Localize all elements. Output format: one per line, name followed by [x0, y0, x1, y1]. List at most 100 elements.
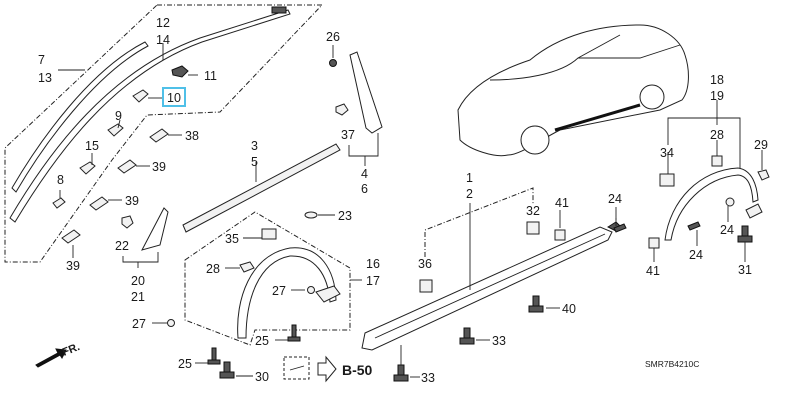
part-label-2[interactable]: 2 [466, 187, 473, 201]
part-label-18[interactable]: 18 [710, 73, 724, 87]
part-label-27a[interactable]: 27 [132, 317, 146, 331]
fender-bracket-icon [315, 285, 341, 303]
part-label-9[interactable]: 9 [115, 109, 122, 123]
part-label-17[interactable]: 17 [366, 274, 380, 288]
part-label-29[interactable]: 29 [754, 138, 768, 152]
clip-28b-icon [711, 155, 723, 167]
part-label-20[interactable]: 20 [131, 274, 145, 288]
part-label-33a[interactable]: 33 [492, 334, 506, 348]
part-label-41b[interactable]: 41 [646, 264, 660, 278]
part-label-19[interactable]: 19 [710, 89, 724, 103]
clip-34-icon [659, 173, 675, 187]
nut-27a-icon [167, 319, 175, 327]
clip-37-icon [335, 103, 349, 116]
part-label-33b[interactable]: 33 [421, 371, 435, 385]
roof-molding-strip [11, 41, 149, 193]
part-label-8[interactable]: 8 [57, 173, 64, 187]
clip-32-icon [526, 221, 540, 235]
part-label-31[interactable]: 31 [738, 263, 752, 277]
clip-9-icon [107, 123, 124, 137]
diagram-code: SMR7B4210C [645, 359, 699, 369]
part-label-16[interactable]: 16 [366, 257, 380, 271]
part-label-22[interactable]: 22 [115, 239, 129, 253]
part-label-26[interactable]: 26 [326, 30, 340, 44]
pillar-garnish-icon [349, 51, 383, 134]
part-label-24c[interactable]: 24 [689, 248, 703, 262]
car-window-line [578, 44, 681, 59]
reference-arrow-icon [317, 355, 337, 383]
clip-11-icon [171, 65, 189, 78]
clip-39c-icon [61, 229, 81, 244]
clip-38-icon [149, 128, 169, 143]
nut-27b-icon [307, 286, 315, 294]
part-label-13[interactable]: 13 [38, 71, 52, 85]
clip-39b-icon [89, 196, 109, 211]
part-label-3[interactable]: 3 [251, 139, 258, 153]
highlight-box [162, 87, 186, 107]
direction-label: FR. [61, 341, 82, 359]
reference-label[interactable]: B-50 [342, 362, 373, 378]
side-sill-group: 1 2 32 41 24 36 40 33 33 [361, 171, 622, 385]
molding-end-cap [271, 6, 287, 14]
clip-10-icon [132, 89, 149, 103]
bracket-20 [122, 252, 159, 263]
part-label-24b[interactable]: 24 [720, 223, 734, 237]
clip-15-icon [79, 161, 96, 175]
part-label-7[interactable]: 7 [38, 53, 45, 67]
group-boundary-roof [4, 4, 324, 263]
bolt-30-icon [219, 361, 235, 379]
car-hood-line [489, 34, 621, 81]
screw-26-icon [329, 59, 337, 67]
part-label-28b[interactable]: 28 [710, 128, 724, 142]
part-label-24a[interactable]: 24 [608, 192, 622, 206]
door-molding-strip [182, 143, 341, 233]
part-label-10[interactable]: 10 [167, 91, 181, 105]
part-label-5[interactable]: 5 [251, 155, 258, 169]
car-rear-wheel [639, 84, 665, 110]
part-label-36[interactable]: 36 [418, 257, 432, 271]
car-illustration [457, 24, 689, 157]
part-label-38[interactable]: 38 [185, 129, 199, 143]
part-label-30[interactable]: 30 [255, 370, 269, 384]
part-label-27b[interactable]: 27 [272, 284, 286, 298]
part-label-11[interactable]: 11 [204, 69, 217, 83]
screw-25a-icon [207, 347, 221, 365]
fender-tab-icon [745, 203, 763, 219]
part-label-37[interactable]: 37 [341, 128, 355, 142]
part-label-40[interactable]: 40 [562, 302, 576, 316]
part-label-21[interactable]: 21 [131, 290, 145, 304]
part-label-23[interactable]: 23 [338, 209, 352, 223]
part-label-39c[interactable]: 39 [66, 259, 80, 273]
part-label-41a[interactable]: 41 [555, 196, 569, 210]
screw-24d-icon [613, 223, 627, 233]
bracket-4 [348, 133, 379, 157]
door-molding-group: 3 5 [182, 139, 341, 233]
part-label-1[interactable]: 1 [466, 171, 473, 185]
corner-trim-icon [141, 207, 169, 251]
part-label-39b[interactable]: 39 [125, 194, 139, 208]
clip-28a-icon [239, 261, 255, 273]
front-fender-group: 23 35 28 16 17 27 27 25 25 30 B-50 [132, 209, 380, 384]
screw-24c-icon [687, 221, 701, 231]
part-label-12[interactable]: 12 [156, 16, 170, 30]
clip-22-icon [121, 215, 134, 229]
part-label-35[interactable]: 35 [225, 232, 239, 246]
part-label-14[interactable]: 14 [156, 33, 170, 47]
part-label-39a[interactable]: 39 [152, 160, 166, 174]
front-fender-flare-icon [237, 247, 337, 339]
part-label-6[interactable]: 6 [361, 182, 368, 196]
side-sill-garnish-icon [361, 226, 613, 351]
part-label-25b[interactable]: 25 [255, 334, 269, 348]
part-label-25a[interactable]: 25 [178, 357, 192, 371]
clip-8-icon [52, 197, 66, 209]
part-label-34[interactable]: 34 [660, 146, 674, 160]
car-side-sill [554, 103, 641, 132]
part-label-32[interactable]: 32 [526, 204, 540, 218]
part-label-28a[interactable]: 28 [206, 262, 220, 276]
bracket-1 [424, 187, 534, 257]
part-label-15[interactable]: 15 [85, 139, 99, 153]
part-label-4[interactable]: 4 [361, 167, 368, 181]
clip-39a-icon [117, 159, 137, 174]
screw-25b-icon [287, 324, 301, 342]
